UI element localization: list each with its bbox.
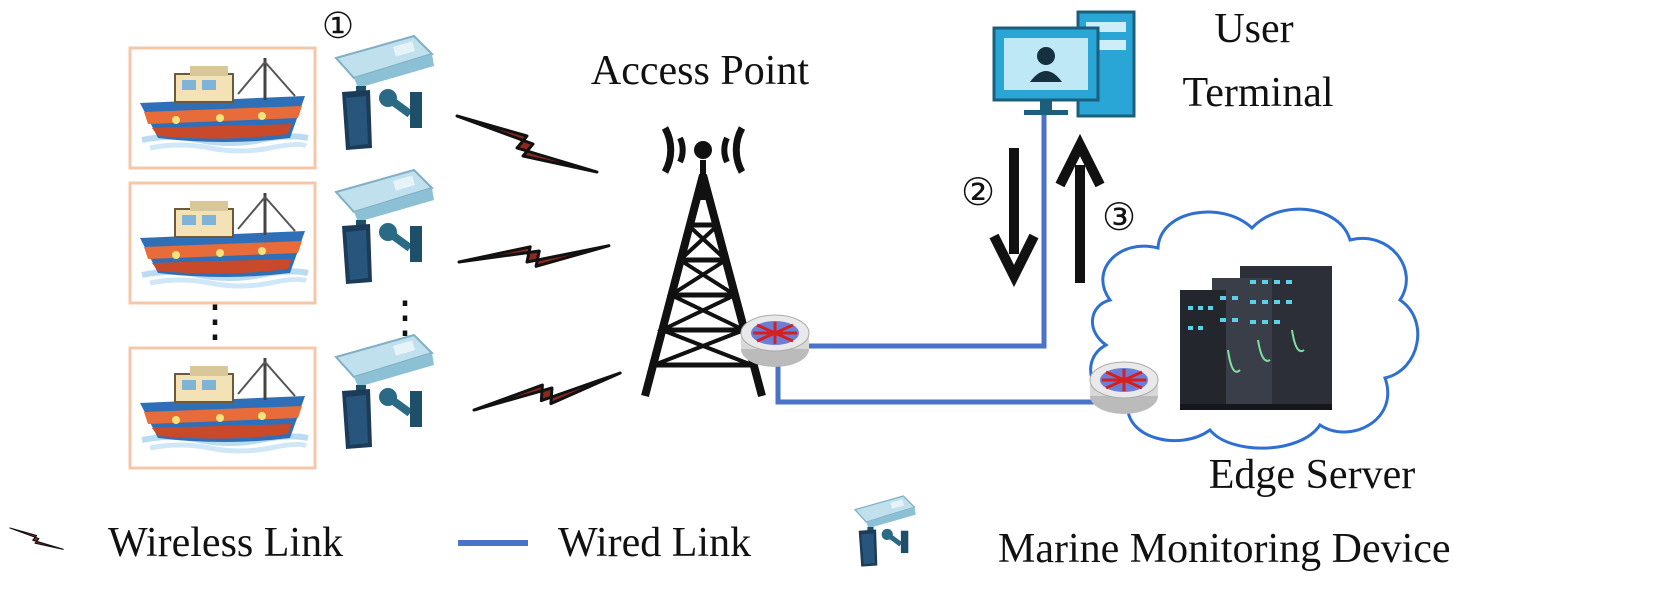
user-terminal-label-line1: User	[1214, 6, 1293, 52]
router-icon	[739, 313, 811, 369]
ship-image-1	[130, 48, 315, 168]
legend-wired-label: Wired Link	[558, 520, 751, 566]
wired-link-edge	[775, 355, 1102, 405]
ellipsis-cameras: ⋮	[383, 293, 427, 342]
wireless-link-icon	[455, 114, 599, 174]
user-terminal-label-line2: Terminal	[1183, 70, 1334, 116]
step-2-marker: ②	[961, 172, 995, 214]
user-terminal-icon	[992, 10, 1136, 118]
up-arrow-icon	[1055, 133, 1105, 283]
legend: Wireless Link Wired Link Marine Monitori…	[9, 496, 1451, 572]
ship-image-2	[130, 183, 315, 303]
ship-image-3	[130, 348, 315, 468]
legend-device-label: Marine Monitoring Device	[998, 526, 1451, 572]
legend-wireless-label: Wireless Link	[108, 520, 343, 566]
step-1-marker: ①	[322, 6, 354, 46]
edge-server-icon	[1180, 266, 1332, 410]
step-3-marker: ③	[1102, 197, 1136, 239]
camera-icon	[336, 36, 434, 150]
access-point-label: Access Point	[591, 48, 809, 94]
edge-server-label: Edge Server	[1209, 452, 1415, 498]
wireless-link-icon	[457, 194, 611, 313]
down-arrow-icon	[989, 148, 1039, 288]
wireless-link-icon	[472, 326, 622, 457]
wired-link-terminal	[790, 114, 1047, 349]
router-icon	[1088, 360, 1160, 416]
camera-icon	[336, 170, 434, 284]
ellipsis-boats: ⋮	[193, 297, 237, 346]
legend-device-icon	[855, 496, 916, 567]
legend-wireless-icon	[9, 527, 64, 550]
camera-icon	[336, 335, 434, 449]
